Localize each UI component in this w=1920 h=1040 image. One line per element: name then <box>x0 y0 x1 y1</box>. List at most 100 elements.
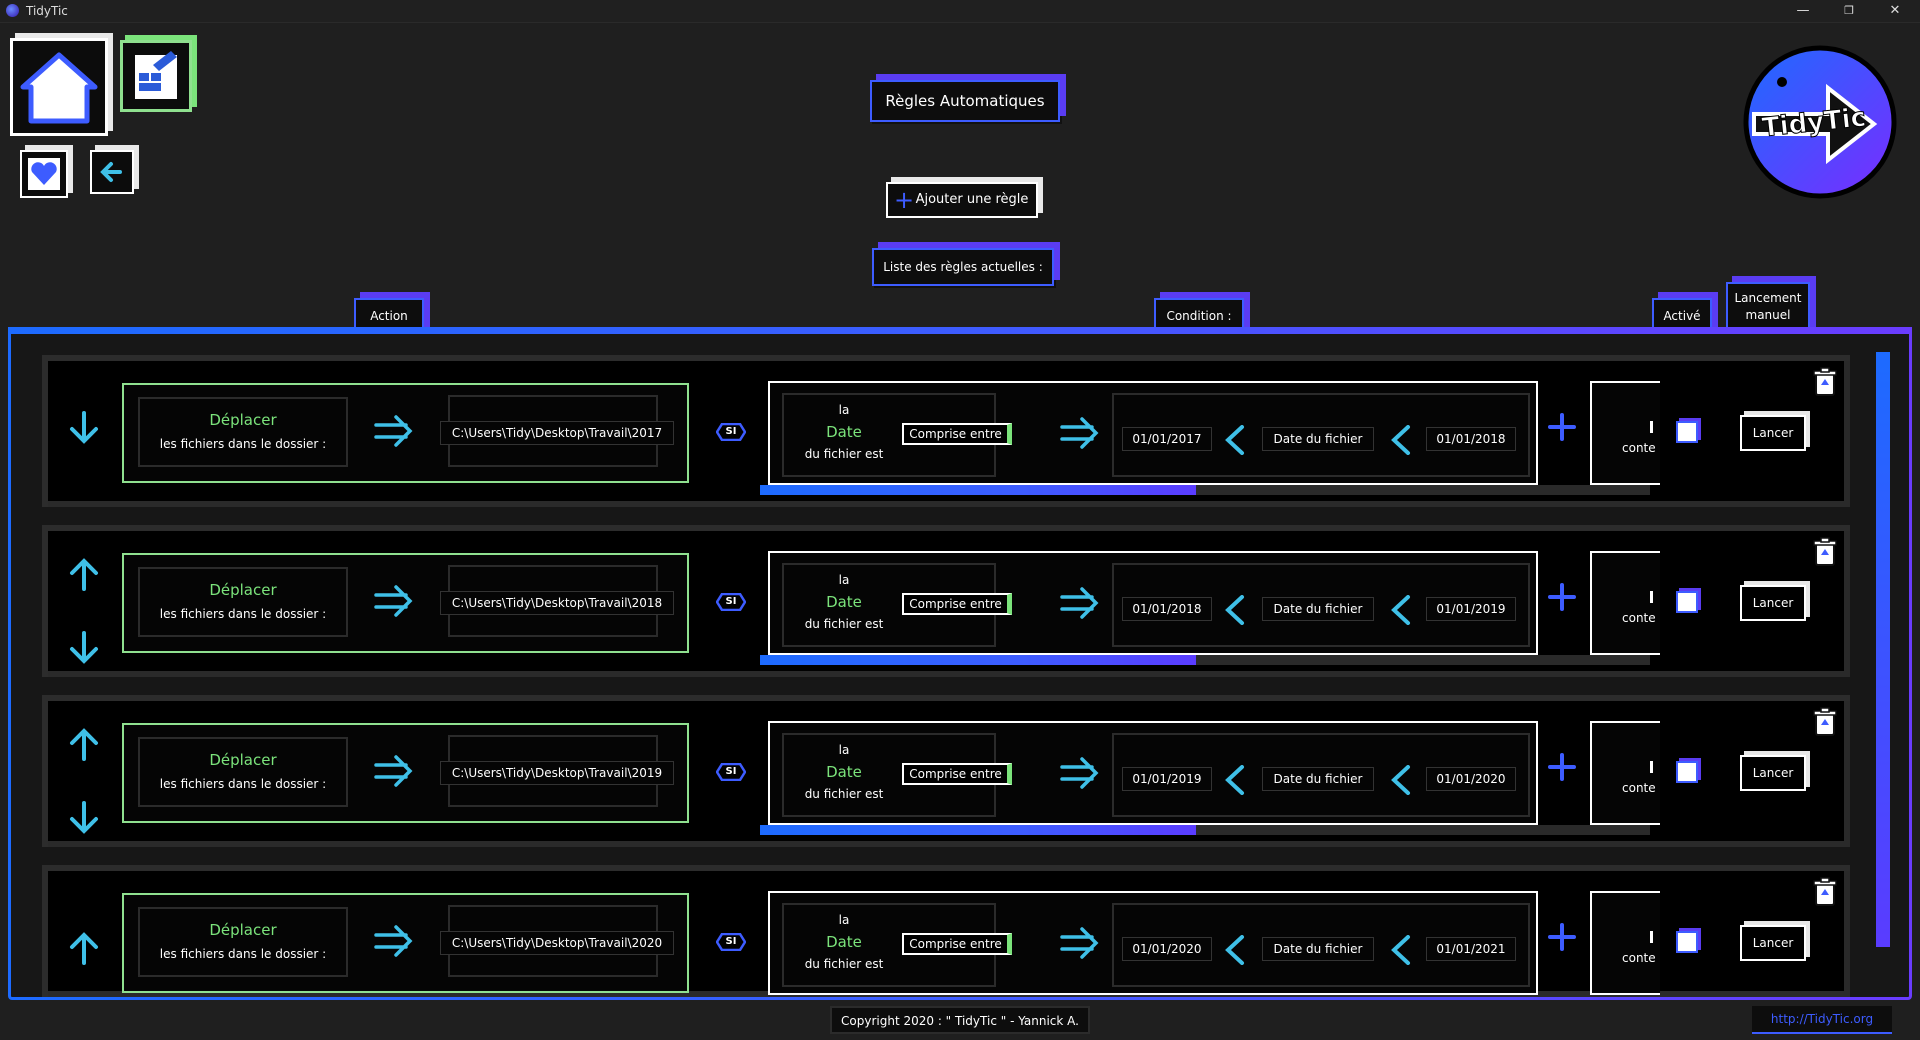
tidytic-logo: TidyTic <box>1742 44 1898 200</box>
chevron-left-icon <box>1391 595 1410 625</box>
destination-path-field[interactable]: C:\Users\Tidy\Desktop\Travail\2017 <box>440 421 674 445</box>
chevron-left-icon <box>1391 425 1410 455</box>
launch-button[interactable]: Lancer <box>1740 585 1806 621</box>
manual-launch-line1: Lancement <box>1734 291 1802 305</box>
extra-condition-text: conte <box>1622 951 1656 965</box>
si-label: SI <box>725 936 737 947</box>
destination-path-field[interactable]: C:\Users\Tidy\Desktop\Travail\2019 <box>440 761 674 785</box>
add-condition-icon[interactable] <box>1546 411 1578 443</box>
date-to-field[interactable]: 01/01/2021 <box>1426 937 1516 961</box>
add-condition-icon[interactable] <box>1546 751 1578 783</box>
condition-operator-select[interactable]: Comprise entre <box>902 763 1012 785</box>
extra-condition-box: conte <box>1590 721 1660 825</box>
extra-condition-box: conte <box>1590 381 1660 485</box>
add-condition-icon[interactable] <box>1546 581 1578 613</box>
chevron-left-icon <box>1225 765 1244 795</box>
date-from-field[interactable]: 01/01/2019 <box>1122 767 1212 791</box>
active-checkbox[interactable] <box>1676 761 1698 783</box>
action-title: Déplacer <box>209 411 277 429</box>
rules-list-label: Liste des règles actuelles : <box>872 248 1054 286</box>
home-button[interactable] <box>10 38 108 136</box>
window-title: TidyTic <box>26 4 68 18</box>
condition-range-box: 01/01/2020 Date du fichier 01/01/2021 <box>1112 903 1530 987</box>
extra-condition-box: conte <box>1590 551 1660 655</box>
action-label-box: Déplacer les fichiers dans le dossier : <box>138 737 348 807</box>
condition-date: Date <box>826 593 862 611</box>
launch-button[interactable]: Lancer <box>1740 925 1806 961</box>
condition-operator-select[interactable]: Comprise entre <box>902 593 1012 615</box>
heart-icon <box>28 158 60 190</box>
double-arrow-right-icon <box>374 925 413 957</box>
extra-condition-marker <box>1650 591 1653 603</box>
home-icon <box>20 52 98 124</box>
condition-label-box: la Date du fichier est Comprise entre <box>782 733 1012 817</box>
condition-file: du fichier est <box>804 617 884 631</box>
condition-la: la <box>838 403 850 417</box>
condition-box: la Date du fichier est Comprise entre 01… <box>768 551 1538 655</box>
date-from-field[interactable]: 01/01/2020 <box>1122 937 1212 961</box>
active-checkbox[interactable] <box>1676 421 1698 443</box>
condition-date: Date <box>826 933 862 951</box>
chevron-left-icon <box>1225 595 1244 625</box>
condition-operator-select[interactable]: Comprise entre <box>902 933 1012 955</box>
active-checkbox[interactable] <box>1676 591 1698 613</box>
rule-progress-fill <box>760 655 1197 665</box>
date-from-field[interactable]: 01/01/2017 <box>1122 427 1212 451</box>
launch-button[interactable]: Lancer <box>1740 415 1806 451</box>
hexagon-icon <box>716 763 746 781</box>
chevron-left-icon <box>1391 765 1410 795</box>
trash-icon[interactable] <box>1812 537 1838 567</box>
close-button[interactable]: ✕ <box>1889 3 1901 18</box>
minimize-button[interactable]: — <box>1796 3 1810 18</box>
trash-icon[interactable] <box>1812 707 1838 737</box>
chevron-left-icon <box>1225 425 1244 455</box>
active-checkbox[interactable] <box>1676 931 1698 953</box>
double-arrow-right-icon <box>374 585 413 617</box>
date-to-field[interactable]: 01/01/2019 <box>1426 597 1516 621</box>
trash-icon[interactable] <box>1812 367 1838 397</box>
si-badge: SI <box>716 763 746 781</box>
window-titlebar: TidyTic — ❐ ✕ <box>0 0 1920 23</box>
double-arrow-right-icon <box>1060 757 1099 789</box>
back-button[interactable] <box>90 150 134 194</box>
edit-document-icon <box>135 51 177 99</box>
arrow-up-icon[interactable] <box>64 929 104 969</box>
date-file-label: Date du fichier <box>1262 767 1374 791</box>
extra-condition-marker <box>1650 421 1653 433</box>
action-box: Déplacer les fichiers dans le dossier : … <box>122 553 689 653</box>
date-to-field[interactable]: 01/01/2020 <box>1426 767 1516 791</box>
website-link[interactable]: http://TidyTic.org <box>1752 1006 1892 1034</box>
hexagon-icon <box>716 593 746 611</box>
condition-operator-select[interactable]: Comprise entre <box>902 423 1012 445</box>
date-file-label: Date du fichier <box>1262 937 1374 961</box>
arrow-down-icon[interactable] <box>64 407 104 447</box>
destination-path-field[interactable]: C:\Users\Tidy\Desktop\Travail\2020 <box>440 931 674 955</box>
launch-button[interactable]: Lancer <box>1740 755 1806 791</box>
trash-icon[interactable] <box>1812 877 1838 907</box>
maximize-button[interactable]: ❐ <box>1844 4 1854 17</box>
date-from-field[interactable]: 01/01/2018 <box>1122 597 1212 621</box>
add-rule-button[interactable]: + Ajouter une règle <box>886 182 1038 218</box>
si-badge: SI <box>716 933 746 951</box>
logo-icon <box>1743 45 1897 199</box>
page-title: Règles Automatiques <box>870 80 1060 122</box>
date-to-field[interactable]: 01/01/2018 <box>1426 427 1516 451</box>
action-title: Déplacer <box>209 751 277 769</box>
chevron-left-icon <box>1225 935 1244 965</box>
action-label-box: Déplacer les fichiers dans le dossier : <box>138 907 348 977</box>
edit-rules-button[interactable] <box>120 40 192 112</box>
action-subtitle: les fichiers dans le dossier : <box>159 947 327 961</box>
arrow-down-icon[interactable] <box>64 797 104 837</box>
double-arrow-right-icon <box>374 755 413 787</box>
favorites-button[interactable] <box>20 150 68 198</box>
rule-row: Déplacer les fichiers dans le dossier : … <box>0 865 1920 997</box>
condition-range-box: 01/01/2018 Date du fichier 01/01/2019 <box>1112 563 1530 647</box>
arrow-up-icon[interactable] <box>64 555 104 595</box>
arrow-down-icon[interactable] <box>64 627 104 667</box>
destination-path-field[interactable]: C:\Users\Tidy\Desktop\Travail\2018 <box>440 591 674 615</box>
arrow-up-icon[interactable] <box>64 725 104 765</box>
rule-progress-bar <box>760 655 1650 665</box>
condition-date: Date <box>826 763 862 781</box>
add-condition-icon[interactable] <box>1546 921 1578 953</box>
rules-scrollbar[interactable] <box>1876 352 1890 947</box>
